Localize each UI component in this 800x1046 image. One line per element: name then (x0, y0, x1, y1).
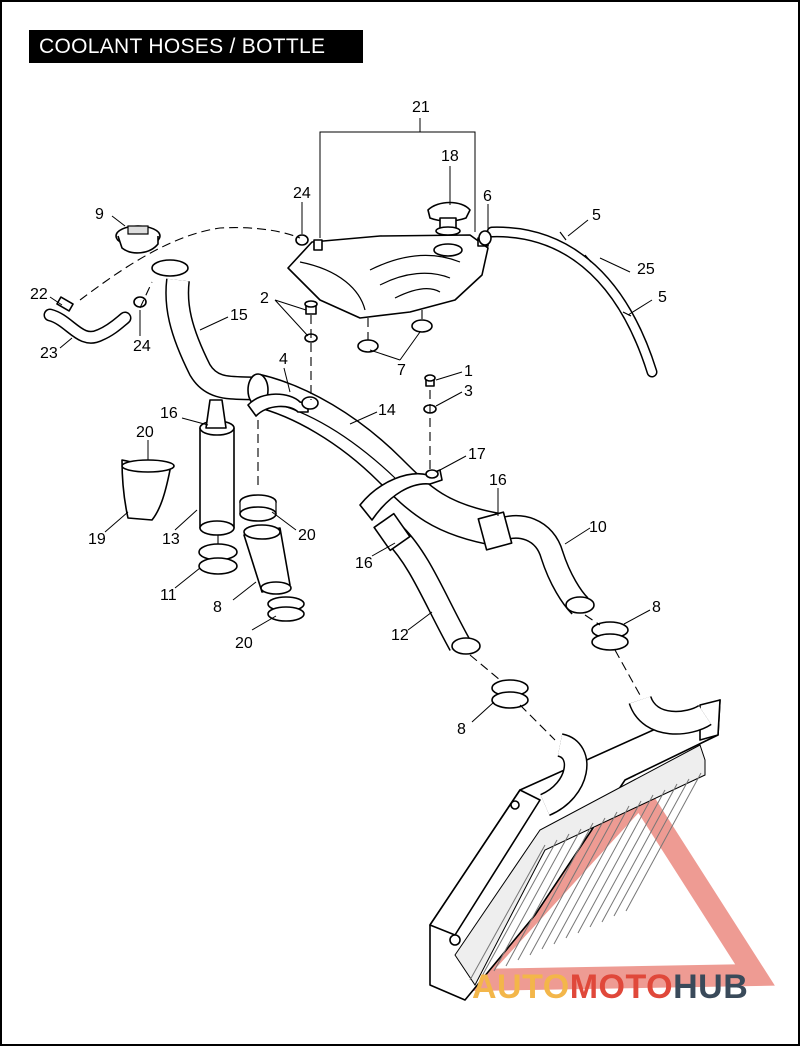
callout-3: 3 (464, 383, 473, 400)
callout-6: 6 (483, 188, 492, 205)
coolant-bottle (287, 234, 489, 319)
overflow-hose (43, 296, 132, 344)
callout-22: 22 (30, 286, 48, 303)
connection-lines (79, 227, 641, 741)
callout-8: 11 (160, 587, 177, 604)
hose-clamp-24 (133, 234, 309, 308)
watermark-logo: AUTOMOTOHUB (472, 968, 748, 1007)
hose-13 (199, 399, 235, 536)
hose-11 (243, 524, 292, 595)
callout-15: 15 (230, 307, 248, 324)
vent-hose (478, 226, 658, 378)
callout-20: 20 (235, 635, 253, 652)
screw-2 (304, 300, 318, 343)
callout-25: 25 (637, 261, 655, 278)
bottle-cap (427, 201, 471, 236)
callout-11: 8 (213, 599, 222, 616)
filler-hose (151, 259, 272, 402)
watermark-part-hub: HUB (673, 968, 749, 1006)
callout-7: 7 (397, 362, 406, 379)
callout-16: 16 (355, 555, 373, 572)
callout-8: 8 (652, 599, 661, 616)
brackets (247, 393, 443, 521)
callout-18: 18 (441, 148, 459, 165)
callout-1: 1 (464, 363, 473, 380)
watermark-part-moto: MOTO (569, 968, 674, 1006)
callout-21: 21 (412, 99, 430, 116)
callout-5: 5 (592, 207, 601, 224)
callout-2: 2 (260, 290, 269, 307)
callout-9: 9 (95, 206, 104, 223)
callout-23: 23 (40, 345, 58, 362)
watermark-part-auto: AUTO (472, 968, 570, 1006)
hose-clamps (198, 494, 629, 709)
watermark-triangle (444, 777, 775, 992)
callout-16: 16 (489, 472, 507, 489)
callout-12: 12 (391, 627, 409, 644)
leader-lines (49, 118, 653, 723)
callout-17: 17 (468, 446, 486, 463)
callout-13: 13 (162, 531, 180, 548)
callout-20: 20 (136, 424, 154, 441)
callout-labels: 21 18 24 6 5 9 25 5 22 2 15 23 24 7 4 1 … (30, 99, 667, 738)
callout-10: 10 (589, 519, 607, 536)
callout-20: 20 (298, 527, 316, 544)
page-title: COOLANT HOSES / BOTTLE (29, 30, 363, 63)
callout-16: 16 (160, 405, 178, 422)
radiator (429, 694, 721, 1001)
hose-cover-19 (121, 459, 175, 521)
hose-10 (477, 511, 595, 615)
callout-14: 14 (378, 402, 396, 419)
callout-24: 24 (133, 338, 151, 355)
callout-8: 8 (457, 721, 466, 738)
callout-5: 5 (658, 289, 667, 306)
callout-19: 19 (88, 531, 106, 548)
callout-24: 24 (293, 185, 311, 202)
callout-4: 4 (279, 351, 288, 368)
grommets (357, 319, 433, 353)
hose-12 (373, 512, 481, 655)
radiator-cap (115, 225, 161, 254)
